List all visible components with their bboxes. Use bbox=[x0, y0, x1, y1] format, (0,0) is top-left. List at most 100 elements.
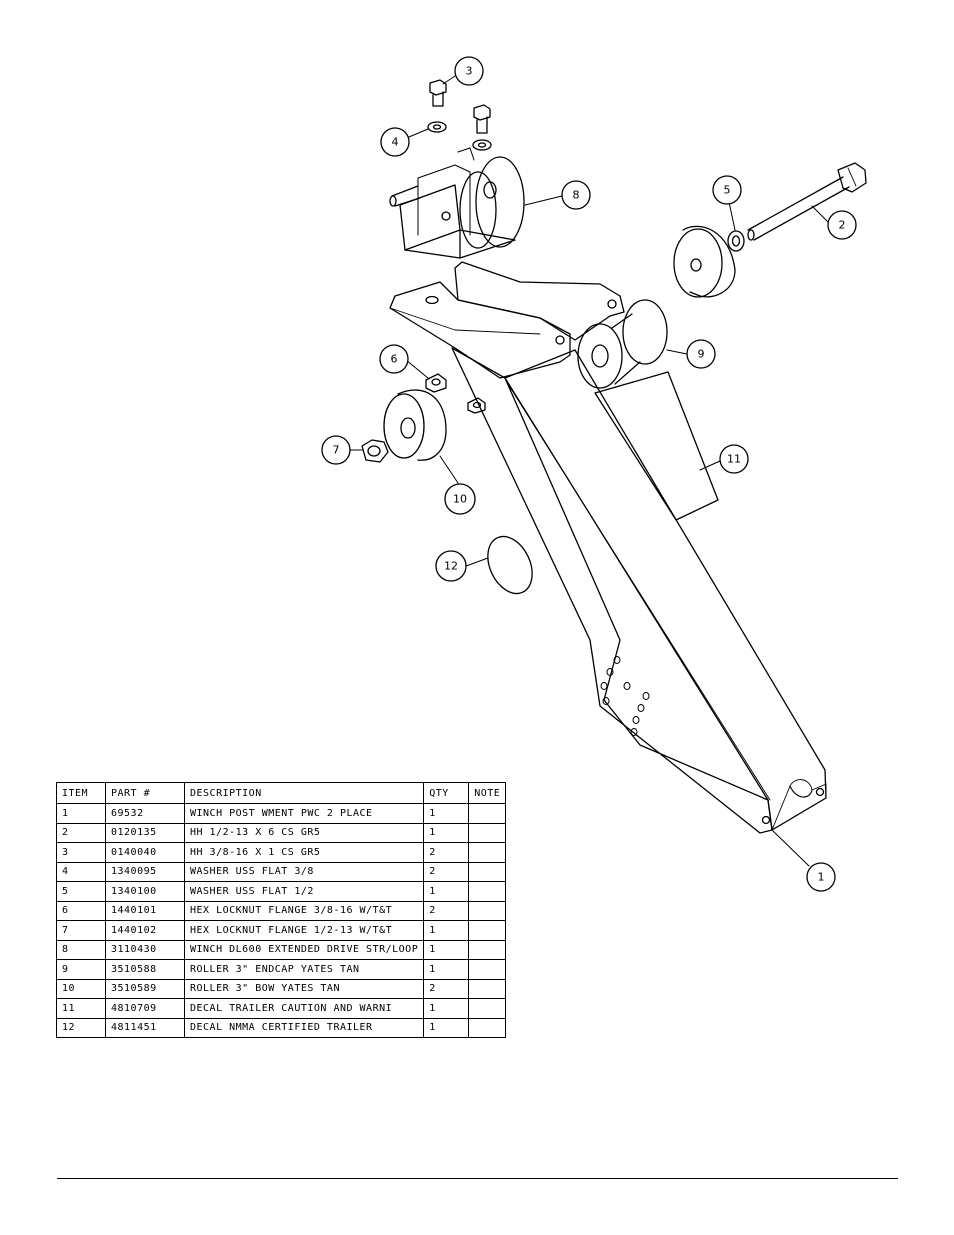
footer-divider bbox=[57, 1178, 898, 1179]
cell-note bbox=[468, 861, 507, 882]
cell-note bbox=[468, 842, 507, 863]
cell-part: 3510589 bbox=[105, 978, 185, 999]
callout-10: 10 bbox=[444, 483, 476, 515]
cell-part: 0140040 bbox=[105, 842, 185, 863]
svg-text:7: 7 bbox=[333, 444, 340, 457]
cell-note bbox=[468, 939, 507, 960]
callout-8: 8 bbox=[561, 180, 591, 210]
bow-roller-right-part bbox=[673, 225, 736, 298]
cell-item: 1 bbox=[56, 803, 106, 824]
svg-text:3: 3 bbox=[466, 65, 473, 78]
locknut-half-inch-part bbox=[361, 439, 389, 463]
cell-description: ROLLER 3" BOW YATES TAN bbox=[183, 978, 425, 999]
cell-qty: 2 bbox=[423, 978, 470, 999]
cell-qty: 1 bbox=[423, 920, 470, 941]
svg-text:5: 5 bbox=[724, 184, 731, 197]
callout-3: 3 bbox=[454, 56, 484, 86]
cell-note bbox=[468, 900, 507, 921]
cell-part: 4810709 bbox=[105, 998, 185, 1019]
cell-qty: 2 bbox=[423, 861, 470, 882]
callout-2: 2 bbox=[827, 210, 857, 240]
nmma-decal-part bbox=[487, 535, 533, 595]
callout-12: 12 bbox=[435, 550, 467, 582]
cell-part: 1440102 bbox=[105, 920, 185, 941]
bow-roller-left-part bbox=[383, 389, 447, 461]
svg-text:11: 11 bbox=[727, 453, 741, 466]
callout-1: 1 bbox=[806, 862, 836, 892]
svg-text:4: 4 bbox=[392, 136, 399, 149]
cell-part: 4811451 bbox=[105, 1017, 185, 1038]
cell-qty: 1 bbox=[423, 822, 470, 843]
header-description: DESCRIPTION bbox=[183, 782, 425, 804]
cell-description: ROLLER 3" ENDCAP YATES TAN bbox=[183, 959, 425, 980]
cell-item: 6 bbox=[56, 900, 106, 921]
callout-9: 9 bbox=[686, 339, 716, 369]
cell-description: DECAL NMMA CERTIFIED TRAILER bbox=[183, 1017, 425, 1038]
callout-4: 4 bbox=[380, 127, 410, 157]
cell-item: 9 bbox=[56, 959, 106, 980]
cell-item: 7 bbox=[56, 920, 106, 941]
svg-text:9: 9 bbox=[698, 348, 705, 361]
cell-part: 1440101 bbox=[105, 900, 185, 921]
washer-half-inch-part bbox=[727, 230, 745, 252]
short-bolt-part bbox=[429, 79, 491, 134]
cell-description: WASHER USS FLAT 3/8 bbox=[183, 861, 425, 882]
svg-text:1: 1 bbox=[818, 871, 825, 884]
cell-description: WASHER USS FLAT 1/2 bbox=[183, 881, 425, 902]
cell-part: 0120135 bbox=[105, 822, 185, 843]
cell-note bbox=[468, 959, 507, 980]
cell-qty: 1 bbox=[423, 803, 470, 824]
cell-qty: 2 bbox=[423, 842, 470, 863]
endcap-roller-part bbox=[577, 299, 668, 389]
header-item: ITEM bbox=[56, 782, 106, 804]
cell-item: 2 bbox=[56, 822, 106, 843]
cell-description: HEX LOCKNUT FLANGE 3/8-16 W/T&T bbox=[183, 900, 425, 921]
header-part-number: PART # bbox=[105, 782, 185, 804]
cell-note bbox=[468, 998, 507, 1019]
svg-text:12: 12 bbox=[444, 560, 458, 573]
callout-5: 5 bbox=[712, 175, 742, 205]
cell-item: 4 bbox=[56, 861, 106, 882]
svg-text:2: 2 bbox=[839, 219, 846, 232]
cell-item: 10 bbox=[56, 978, 106, 999]
cell-part: 3510588 bbox=[105, 959, 185, 980]
cell-description: HEX LOCKNUT FLANGE 1/2-13 W/T&T bbox=[183, 920, 425, 941]
winch-part bbox=[389, 147, 525, 259]
svg-text:6: 6 bbox=[391, 353, 398, 366]
cell-part: 1340095 bbox=[105, 861, 185, 882]
cell-qty: 1 bbox=[423, 1017, 470, 1038]
table-header-row: ITEM PART # DESCRIPTION QTY NOTE bbox=[56, 782, 507, 804]
callout-6: 6 bbox=[379, 344, 409, 374]
cell-item: 8 bbox=[56, 939, 106, 960]
cell-note bbox=[468, 920, 507, 941]
cell-description: HH 1/2-13 X 6 CS GR5 bbox=[183, 822, 425, 843]
cell-qty: 1 bbox=[423, 959, 470, 980]
cell-qty: 1 bbox=[423, 939, 470, 960]
cell-description: WINCH POST WMENT PWC 2 PLACE bbox=[183, 803, 425, 824]
cell-note bbox=[468, 803, 507, 824]
cell-part: 1340100 bbox=[105, 881, 185, 902]
callout-11: 11 bbox=[719, 444, 749, 474]
cell-description: WINCH DL600 EXTENDED DRIVE STR/LOOP bbox=[183, 939, 425, 960]
cell-part: 69532 bbox=[105, 803, 185, 824]
svg-text:8: 8 bbox=[573, 189, 580, 202]
caution-decal-part bbox=[594, 371, 719, 521]
header-qty: QTY bbox=[423, 782, 470, 804]
long-bolt-part bbox=[747, 162, 867, 241]
cell-note bbox=[468, 822, 507, 843]
cell-qty: 2 bbox=[423, 900, 470, 921]
winch-post-part bbox=[389, 261, 827, 834]
cell-item: 5 bbox=[56, 881, 106, 902]
callout-7: 7 bbox=[321, 435, 351, 465]
